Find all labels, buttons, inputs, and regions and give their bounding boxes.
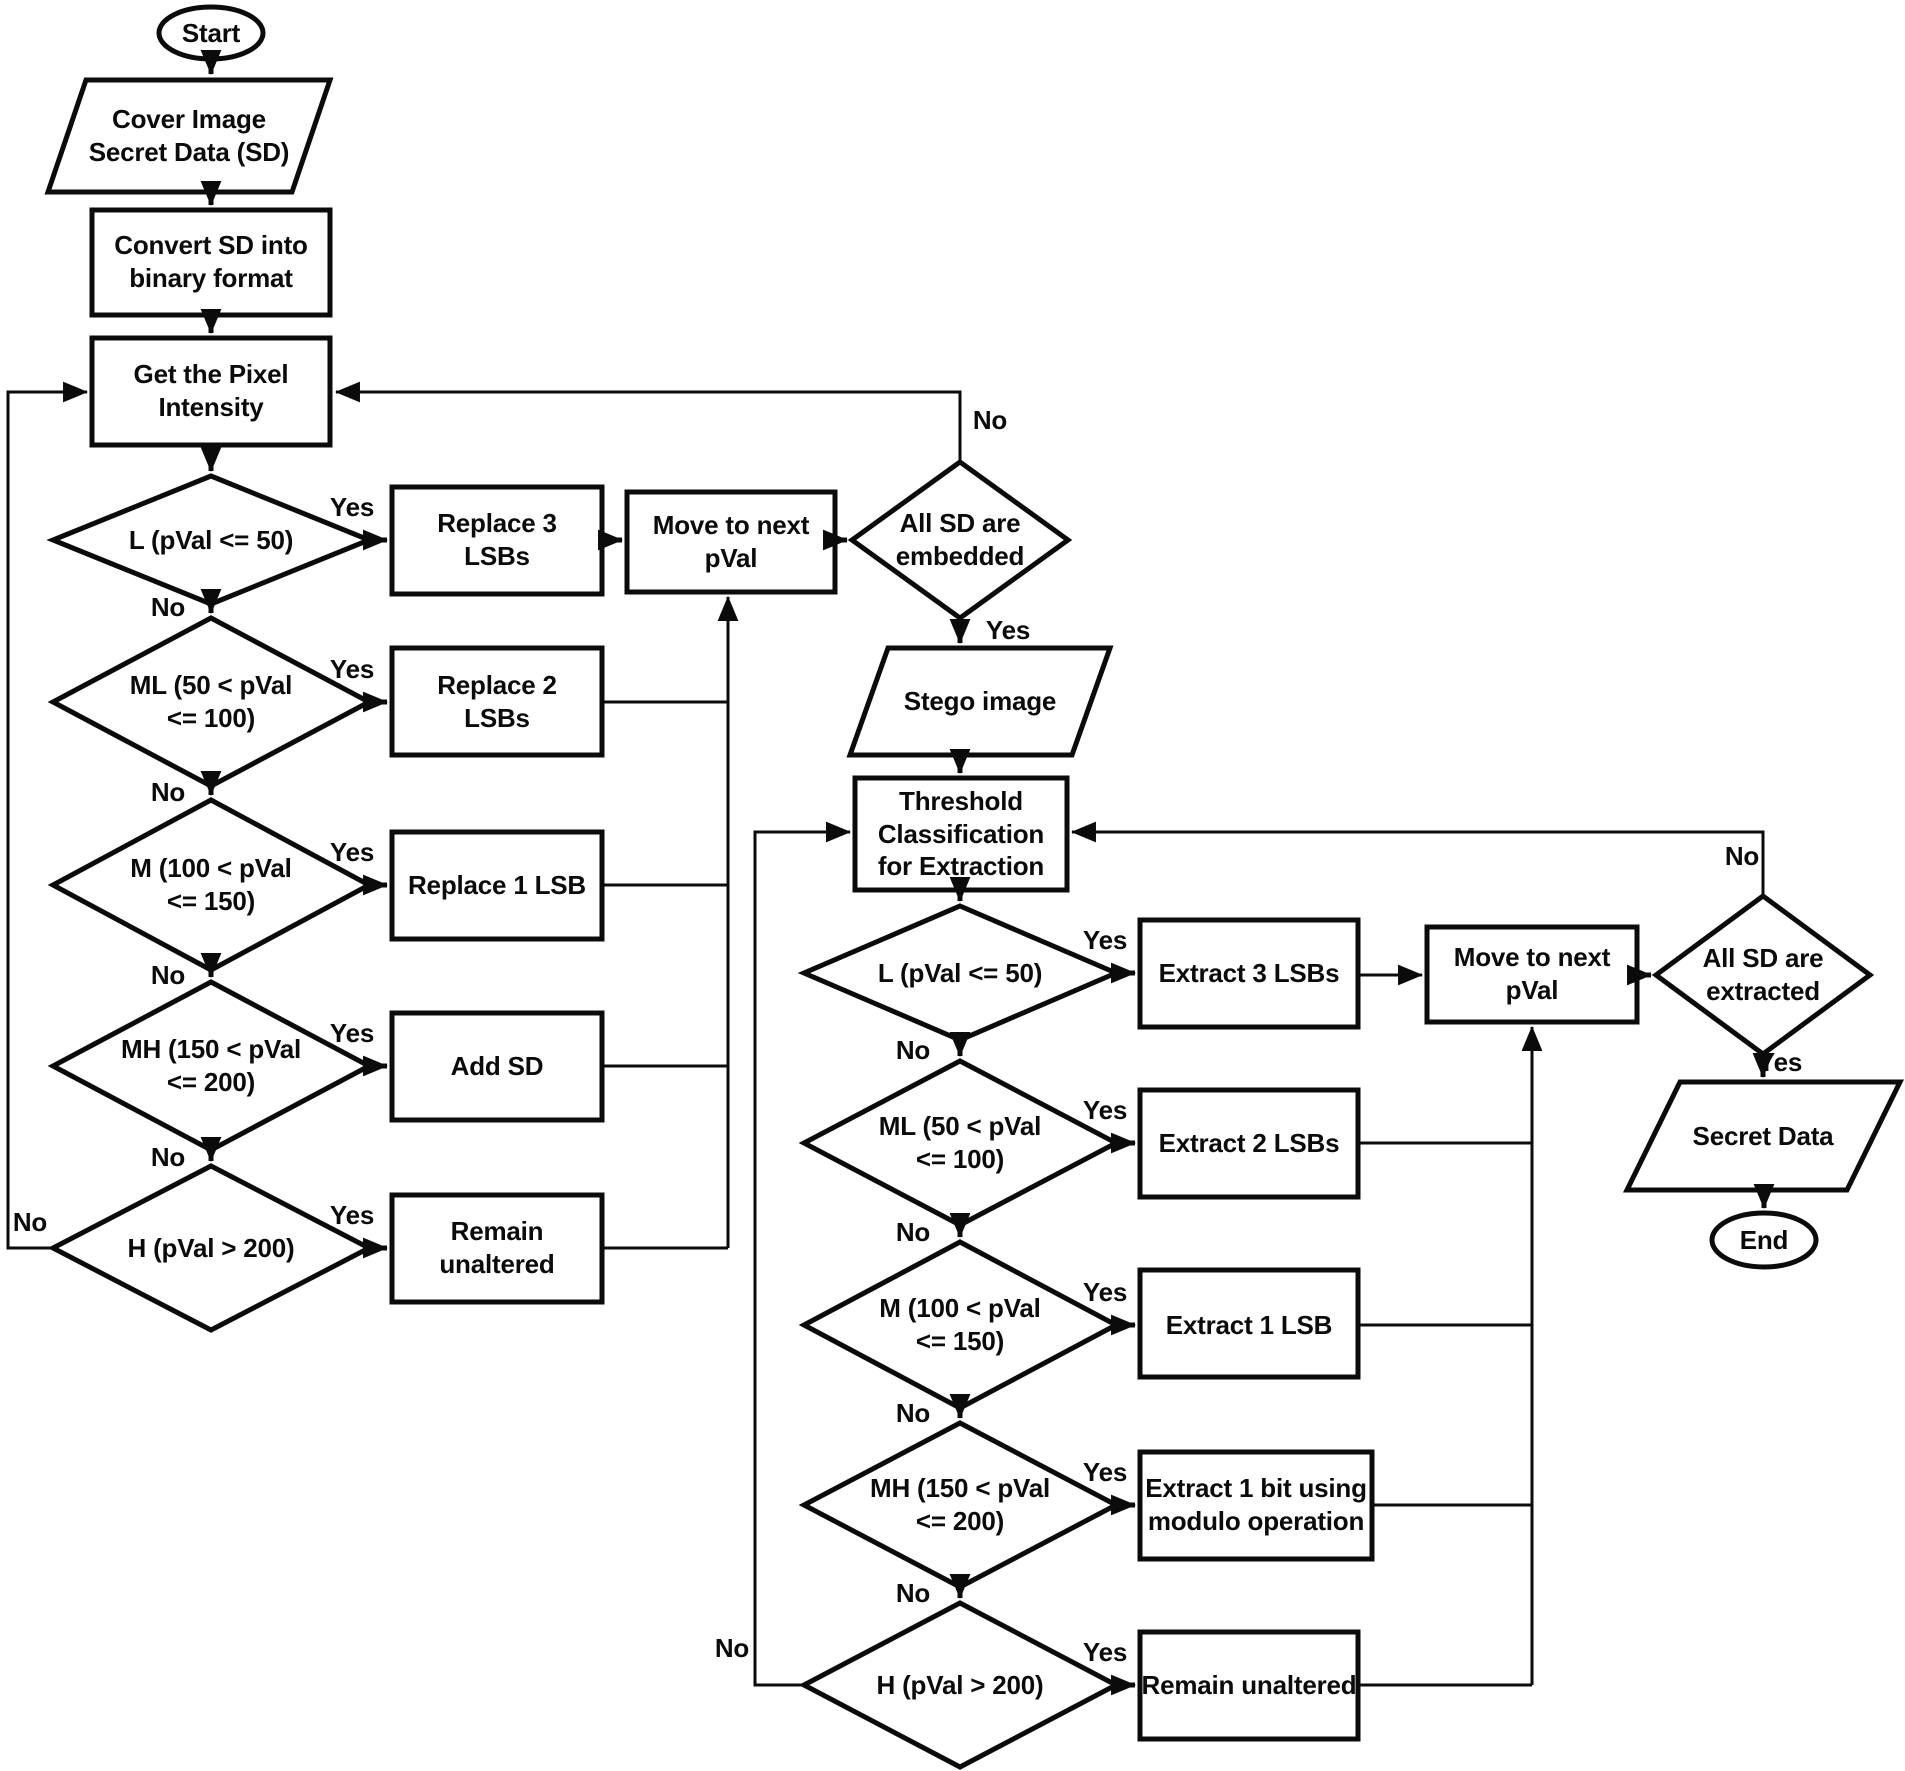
- decision-h-ext-shape: [798, 1600, 1122, 1770]
- cover-image-io-shape: [44, 77, 334, 195]
- extract-1-bit-modulo-shape: [1137, 1449, 1375, 1562]
- end-terminator-shape: [1709, 1210, 1819, 1270]
- decision-mh-ext-shape: [798, 1420, 1122, 1590]
- convert-sd-process-shape: [89, 207, 333, 318]
- extract-3-lsbs-shape: [1137, 917, 1361, 1030]
- remain-unaltered-ext-shape: [1137, 1629, 1361, 1742]
- replace-3-lsbs-shape: [389, 484, 605, 597]
- secret-data-io-shape: [1622, 1079, 1905, 1193]
- flow-arrow-allembedded-no-return: [334, 381, 962, 462]
- remain-unaltered-embed-shape: [389, 1192, 605, 1305]
- move-next-pval-embed-shape: [624, 489, 838, 595]
- decision-h-shape: [47, 1163, 375, 1333]
- threshold-classification-shape: [852, 775, 1070, 893]
- flow-arrow-h-no-return: [6, 381, 89, 1250]
- flow-arrow-hext-no-return: [753, 821, 852, 1687]
- decision-l-ext-shape: [797, 903, 1123, 1043]
- replace-1-lsb-shape: [389, 829, 605, 942]
- decision-mh-shape: [47, 979, 375, 1153]
- decision-ml-ext-shape: [798, 1058, 1122, 1228]
- decision-m-ext-shape: [798, 1239, 1122, 1411]
- extract-2-lsbs-shape: [1137, 1087, 1361, 1200]
- flow-arrow-allextracted-no-return: [1070, 821, 1765, 896]
- stego-image-io-shape: [846, 645, 1114, 758]
- move-next-pval-ext-shape: [1424, 924, 1640, 1025]
- get-pixel-process-shape: [89, 335, 333, 448]
- replace-2-lsbs-shape: [389, 645, 605, 758]
- all-sd-extracted-decision-shape: [1651, 892, 1875, 1058]
- decision-m-shape: [47, 797, 375, 973]
- extract-1-lsb-shape: [1137, 1267, 1361, 1380]
- decision-l-shape: [46, 473, 376, 607]
- decision-ml-shape: [47, 615, 375, 789]
- add-sd-shape: [389, 1010, 605, 1123]
- start-terminator-shape: [156, 4, 266, 62]
- all-sd-embedded-decision-shape: [847, 458, 1073, 622]
